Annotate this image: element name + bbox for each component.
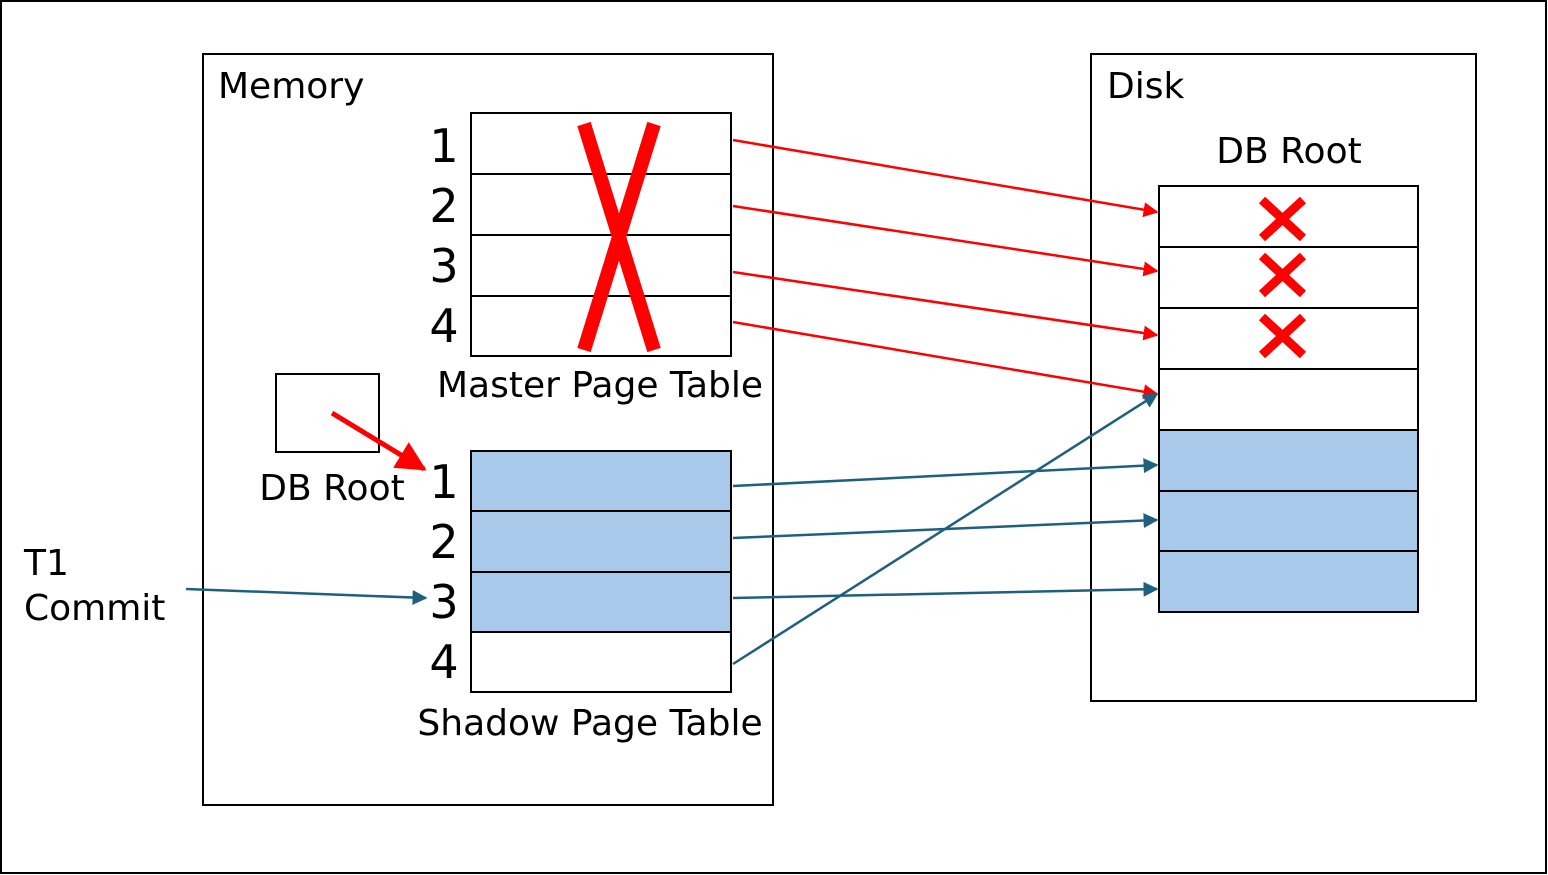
disk-page-6 xyxy=(1158,490,1419,552)
master-row-number: 1 xyxy=(429,119,458,173)
db-root-pointer-box xyxy=(275,373,380,453)
master-row-4 xyxy=(470,295,732,357)
freed-page-cross-mark xyxy=(1258,196,1307,242)
commit-label: Commit xyxy=(24,588,165,629)
master-table-caption: Master Page Table xyxy=(437,365,763,406)
discard-cross-mark xyxy=(577,121,661,353)
shadow-table-caption: Shadow Page Table xyxy=(417,703,762,744)
shadow-row-number: 4 xyxy=(429,635,458,689)
master-pointers xyxy=(732,138,1159,400)
freed-page-cross-mark xyxy=(1258,313,1307,359)
disk-page-4 xyxy=(1158,368,1419,431)
master-pointer-arrow xyxy=(732,320,1159,400)
transaction-label: T1 xyxy=(23,543,69,584)
memory-label: Memory xyxy=(218,66,364,107)
memory-db-root-label: DB Root xyxy=(259,468,404,509)
disk-box: Disk DB Root xyxy=(1090,53,1477,702)
shadow-pointer-arrow xyxy=(732,392,1159,666)
commit-arrow xyxy=(185,587,428,605)
disk-label: Disk xyxy=(1107,66,1184,107)
shadow-row-2 xyxy=(470,510,732,573)
shadow-row-number: 1 xyxy=(429,455,458,509)
memory-db-root: DB Root xyxy=(259,373,427,509)
memory-box: Memory xyxy=(202,53,774,806)
shadow-row-1 xyxy=(470,450,732,512)
shadow-row-number: 2 xyxy=(429,515,458,569)
shadow-pointer-arrow xyxy=(732,581,1159,600)
shadow-pointer-arrow xyxy=(732,458,1159,488)
master-row-number: 2 xyxy=(429,179,458,233)
freed-page-cross-mark xyxy=(1258,252,1307,298)
disk-page-7 xyxy=(1158,550,1419,613)
master-pointer-arrow xyxy=(732,204,1159,277)
master-pointer-arrow xyxy=(732,270,1159,341)
transaction-commit: T1 Commit xyxy=(23,543,428,629)
master-row-number: 3 xyxy=(429,239,458,293)
shadow-page-table: 1 2 3 4 Shadow Page Table xyxy=(417,450,763,744)
disk-page-5 xyxy=(1158,429,1419,492)
master-pointer-arrow xyxy=(732,138,1159,218)
db-root-arrow xyxy=(330,410,427,472)
master-page-table: 1 2 3 4 Master Page Table xyxy=(429,112,763,406)
master-row-number: 4 xyxy=(429,299,458,353)
disk-db-root-label: DB Root xyxy=(1216,131,1361,172)
shadow-row-number: 3 xyxy=(429,575,458,629)
shadow-row-3 xyxy=(470,571,732,633)
disk-pages xyxy=(1158,185,1419,613)
shadow-row-4 xyxy=(470,631,732,693)
shadow-pointers xyxy=(732,392,1159,666)
